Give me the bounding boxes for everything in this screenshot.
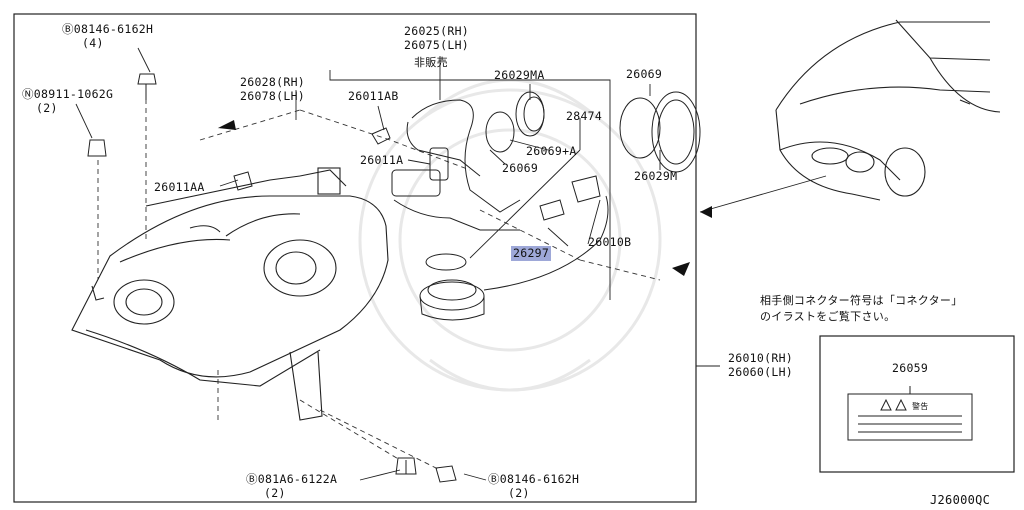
housing-rh-label: 26028(RH) xyxy=(240,75,306,89)
connector-note-line2: のイラストをご覧下さい。 xyxy=(760,310,896,323)
ballast-bulb-label-highlighted[interactable]: 26297 xyxy=(511,246,552,261)
cover-b-label: 26010B xyxy=(588,235,632,249)
seal-rings-and-caps xyxy=(425,91,701,271)
socket-a-label: 26011A xyxy=(360,153,404,167)
fasteners xyxy=(87,73,457,483)
warning-label-box xyxy=(819,335,1015,473)
car-illustration xyxy=(775,19,1001,201)
diagram-code: J26000QC xyxy=(930,493,991,507)
bolt-quantity-top: (4) xyxy=(82,36,104,50)
warning-label-sticker xyxy=(847,386,973,441)
cap-m-label: 26029M xyxy=(634,169,678,183)
bolt-quantity-bottom-left: (2) xyxy=(264,486,286,500)
bolt-quantity-bottom-right: (2) xyxy=(508,486,530,500)
bolt-part-number-top: Ⓑ08146-6162H xyxy=(62,22,154,36)
socket-ab-label: 26011AB xyxy=(348,89,399,103)
warning-label-text: 警告 xyxy=(912,402,929,411)
dashed-assembly-lines xyxy=(97,90,661,471)
socket-aa-label: 26011AA xyxy=(154,180,205,194)
leader-lines xyxy=(75,47,827,481)
nut-quantity: (2) xyxy=(36,101,58,115)
bulb-housing-lh-label: 26075(LH) xyxy=(404,38,470,52)
harness-label: 28474 xyxy=(566,109,603,123)
not-for-sale-label: 非販売 xyxy=(414,56,448,69)
ring-outer-label: 26069 xyxy=(626,67,663,81)
connector-note-line1: 相手側コネクター符号は「コネクター」 xyxy=(760,294,963,307)
warning-label-part-number: 26059 xyxy=(892,361,929,375)
bolt-part-number-bottom-right: Ⓑ08146-6162H xyxy=(488,472,580,486)
headlamp-assembly xyxy=(71,167,389,421)
direction-arrows xyxy=(210,120,712,276)
bolt-part-number-bottom-left: Ⓑ081A6-6122A xyxy=(246,472,338,486)
cap-ma-label: 26029MA xyxy=(494,68,545,82)
bulb-housing-rh-label: 26025(RH) xyxy=(404,24,470,38)
main-frame xyxy=(13,13,697,503)
ballast-igniter xyxy=(419,175,609,321)
ring-a-label: 26069+A xyxy=(526,144,577,158)
nut-part-number: Ⓝ08911-1062G xyxy=(22,87,114,101)
lamp-rh-label: 26010(RH) xyxy=(728,351,794,365)
ring-inner-label: 26069 xyxy=(502,161,539,175)
housing-lh-label: 26078(LH) xyxy=(240,89,306,103)
lamp-lh-label: 26060(LH) xyxy=(728,365,794,379)
bulb-harness xyxy=(233,99,521,231)
